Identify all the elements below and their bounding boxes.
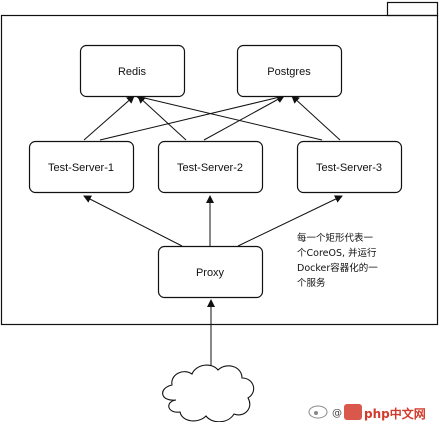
node-test-server-1-label: Test-Server-1	[48, 162, 114, 174]
edge-server-2-to-postgres	[203, 95, 285, 141]
watermark-handle: @	[332, 408, 342, 419]
annotation-note: 每一个矩形代表一 个CoreOS, 并运行 Docker容器化的一 个服务	[297, 232, 378, 289]
coreos-cluster-frame	[0, 1, 439, 326]
node-test-server-1: Test-Server-1	[28, 140, 135, 194]
node-proxy-label: Proxy	[196, 267, 225, 279]
note-line-4: 个服务	[297, 277, 326, 289]
node-postgres: Postgres	[236, 44, 343, 98]
node-proxy: Proxy	[157, 245, 264, 299]
edge-server-1-to-postgres	[99, 93, 285, 141]
node-test-server-2-label: Test-Server-2	[177, 162, 243, 174]
connection-edges	[83, 93, 343, 378]
watermark-badge	[344, 404, 362, 420]
edge-proxy-to-server-1	[83, 195, 183, 247]
watermark-brand: php中文网	[364, 406, 426, 421]
edge-server-3-to-postgres	[291, 95, 341, 141]
node-test-server-2: Test-Server-2	[157, 140, 264, 194]
edge-server-2-to-redis	[137, 95, 187, 141]
node-test-server-3-label: Test-Server-3	[316, 162, 382, 174]
node-test-server-3: Test-Server-3	[296, 140, 403, 194]
weibo-logo-icon	[308, 405, 328, 419]
watermark: @ php中文网	[308, 404, 426, 421]
node-postgres-label: Postgres	[267, 66, 311, 78]
edge-proxy-to-server-3	[237, 195, 343, 247]
node-redis-label: Redis	[118, 66, 147, 78]
edge-server-1-to-redis	[83, 95, 135, 141]
node-redis: Redis	[79, 44, 186, 98]
note-line-1: 每一个矩形代表一	[297, 232, 374, 244]
edge-server-3-to-redis	[135, 93, 323, 141]
note-line-3: Docker容器化的一	[297, 262, 378, 274]
internet-cloud-icon	[162, 364, 255, 422]
note-line-2: 个CoreOS, 并运行	[297, 247, 377, 259]
